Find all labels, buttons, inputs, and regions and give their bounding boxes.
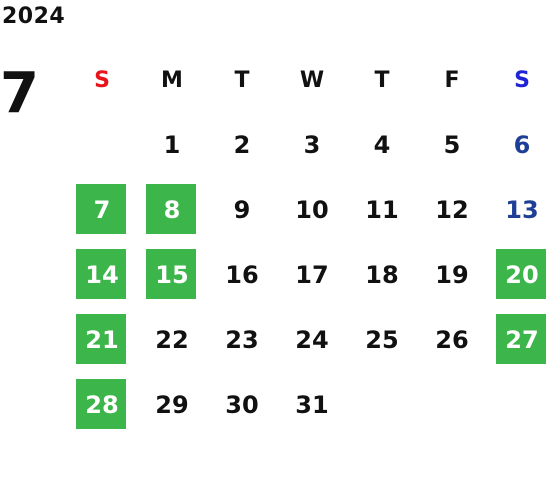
day-cell[interactable]: 1 — [137, 112, 207, 177]
day-number: 4 — [373, 130, 391, 159]
day-cell[interactable]: 13 — [487, 177, 548, 242]
day-number: 30 — [225, 390, 259, 419]
day-cell[interactable]: 11 — [347, 177, 417, 242]
day-number: 20 — [505, 260, 539, 289]
day-cell-highlighted[interactable]: 14 — [67, 242, 137, 307]
day-number: 7 — [93, 195, 111, 224]
day-number: 1 — [163, 130, 181, 159]
day-number: 29 — [155, 390, 189, 419]
day-cell[interactable]: 18 — [347, 242, 417, 307]
day-number: 24 — [295, 325, 329, 354]
day-cell[interactable]: 12 — [417, 177, 487, 242]
day-cell-highlighted[interactable]: 21 — [67, 307, 137, 372]
day-number: 31 — [295, 390, 329, 419]
day-number: 12 — [435, 195, 469, 224]
empty-cell — [67, 112, 137, 177]
day-number: 2 — [233, 130, 251, 159]
day-number: 5 — [443, 130, 461, 159]
day-cell[interactable]: 29 — [137, 372, 207, 437]
day-number: 3 — [303, 130, 321, 159]
weekday-header: T — [374, 68, 390, 93]
day-number: 8 — [163, 195, 181, 224]
day-cell[interactable]: 9 — [207, 177, 277, 242]
weekday-header: M — [161, 68, 183, 93]
day-number: 27 — [505, 325, 539, 354]
day-cell[interactable]: 2 — [207, 112, 277, 177]
day-cell[interactable]: 31 — [277, 372, 347, 437]
weekday-header: S — [514, 68, 530, 93]
day-number: 14 — [85, 260, 119, 289]
day-number: 10 — [295, 195, 329, 224]
day-number: 9 — [233, 195, 251, 224]
day-cell[interactable]: 6 — [487, 112, 548, 177]
day-number: 11 — [365, 195, 399, 224]
day-cell[interactable]: 16 — [207, 242, 277, 307]
day-cell[interactable]: 3 — [277, 112, 347, 177]
weekday-header: W — [299, 68, 325, 93]
day-cell[interactable]: 24 — [277, 307, 347, 372]
weekday-header: S — [94, 68, 110, 93]
day-number: 17 — [295, 260, 329, 289]
day-cell-highlighted[interactable]: 28 — [67, 372, 137, 437]
day-cell-highlighted[interactable]: 7 — [67, 177, 137, 242]
day-cell-highlighted[interactable]: 20 — [487, 242, 548, 307]
day-cell[interactable]: 30 — [207, 372, 277, 437]
day-number: 25 — [365, 325, 399, 354]
day-number: 16 — [225, 260, 259, 289]
year-label: 2024 — [2, 4, 66, 29]
day-number: 18 — [365, 260, 399, 289]
day-cell[interactable]: 5 — [417, 112, 487, 177]
month-label: 7 — [0, 61, 39, 126]
day-number: 13 — [505, 195, 539, 224]
day-cell[interactable]: 19 — [417, 242, 487, 307]
day-number: 26 — [435, 325, 469, 354]
day-cell[interactable]: 17 — [277, 242, 347, 307]
day-number: 28 — [85, 390, 119, 419]
day-cell-highlighted[interactable]: 27 — [487, 307, 548, 372]
day-cell[interactable]: 23 — [207, 307, 277, 372]
day-cell[interactable]: 22 — [137, 307, 207, 372]
day-number: 22 — [155, 325, 189, 354]
day-number: 15 — [155, 260, 189, 289]
weekday-header: F — [444, 68, 460, 93]
day-cell-highlighted[interactable]: 15 — [137, 242, 207, 307]
day-cell[interactable]: 4 — [347, 112, 417, 177]
day-cell[interactable]: 10 — [277, 177, 347, 242]
day-cell-highlighted[interactable]: 8 — [137, 177, 207, 242]
weekday-header: T — [234, 68, 250, 93]
day-number: 19 — [435, 260, 469, 289]
day-cell[interactable]: 25 — [347, 307, 417, 372]
day-number: 21 — [85, 325, 119, 354]
day-cell[interactable]: 26 — [417, 307, 487, 372]
day-number: 23 — [225, 325, 259, 354]
day-number: 6 — [513, 130, 531, 159]
